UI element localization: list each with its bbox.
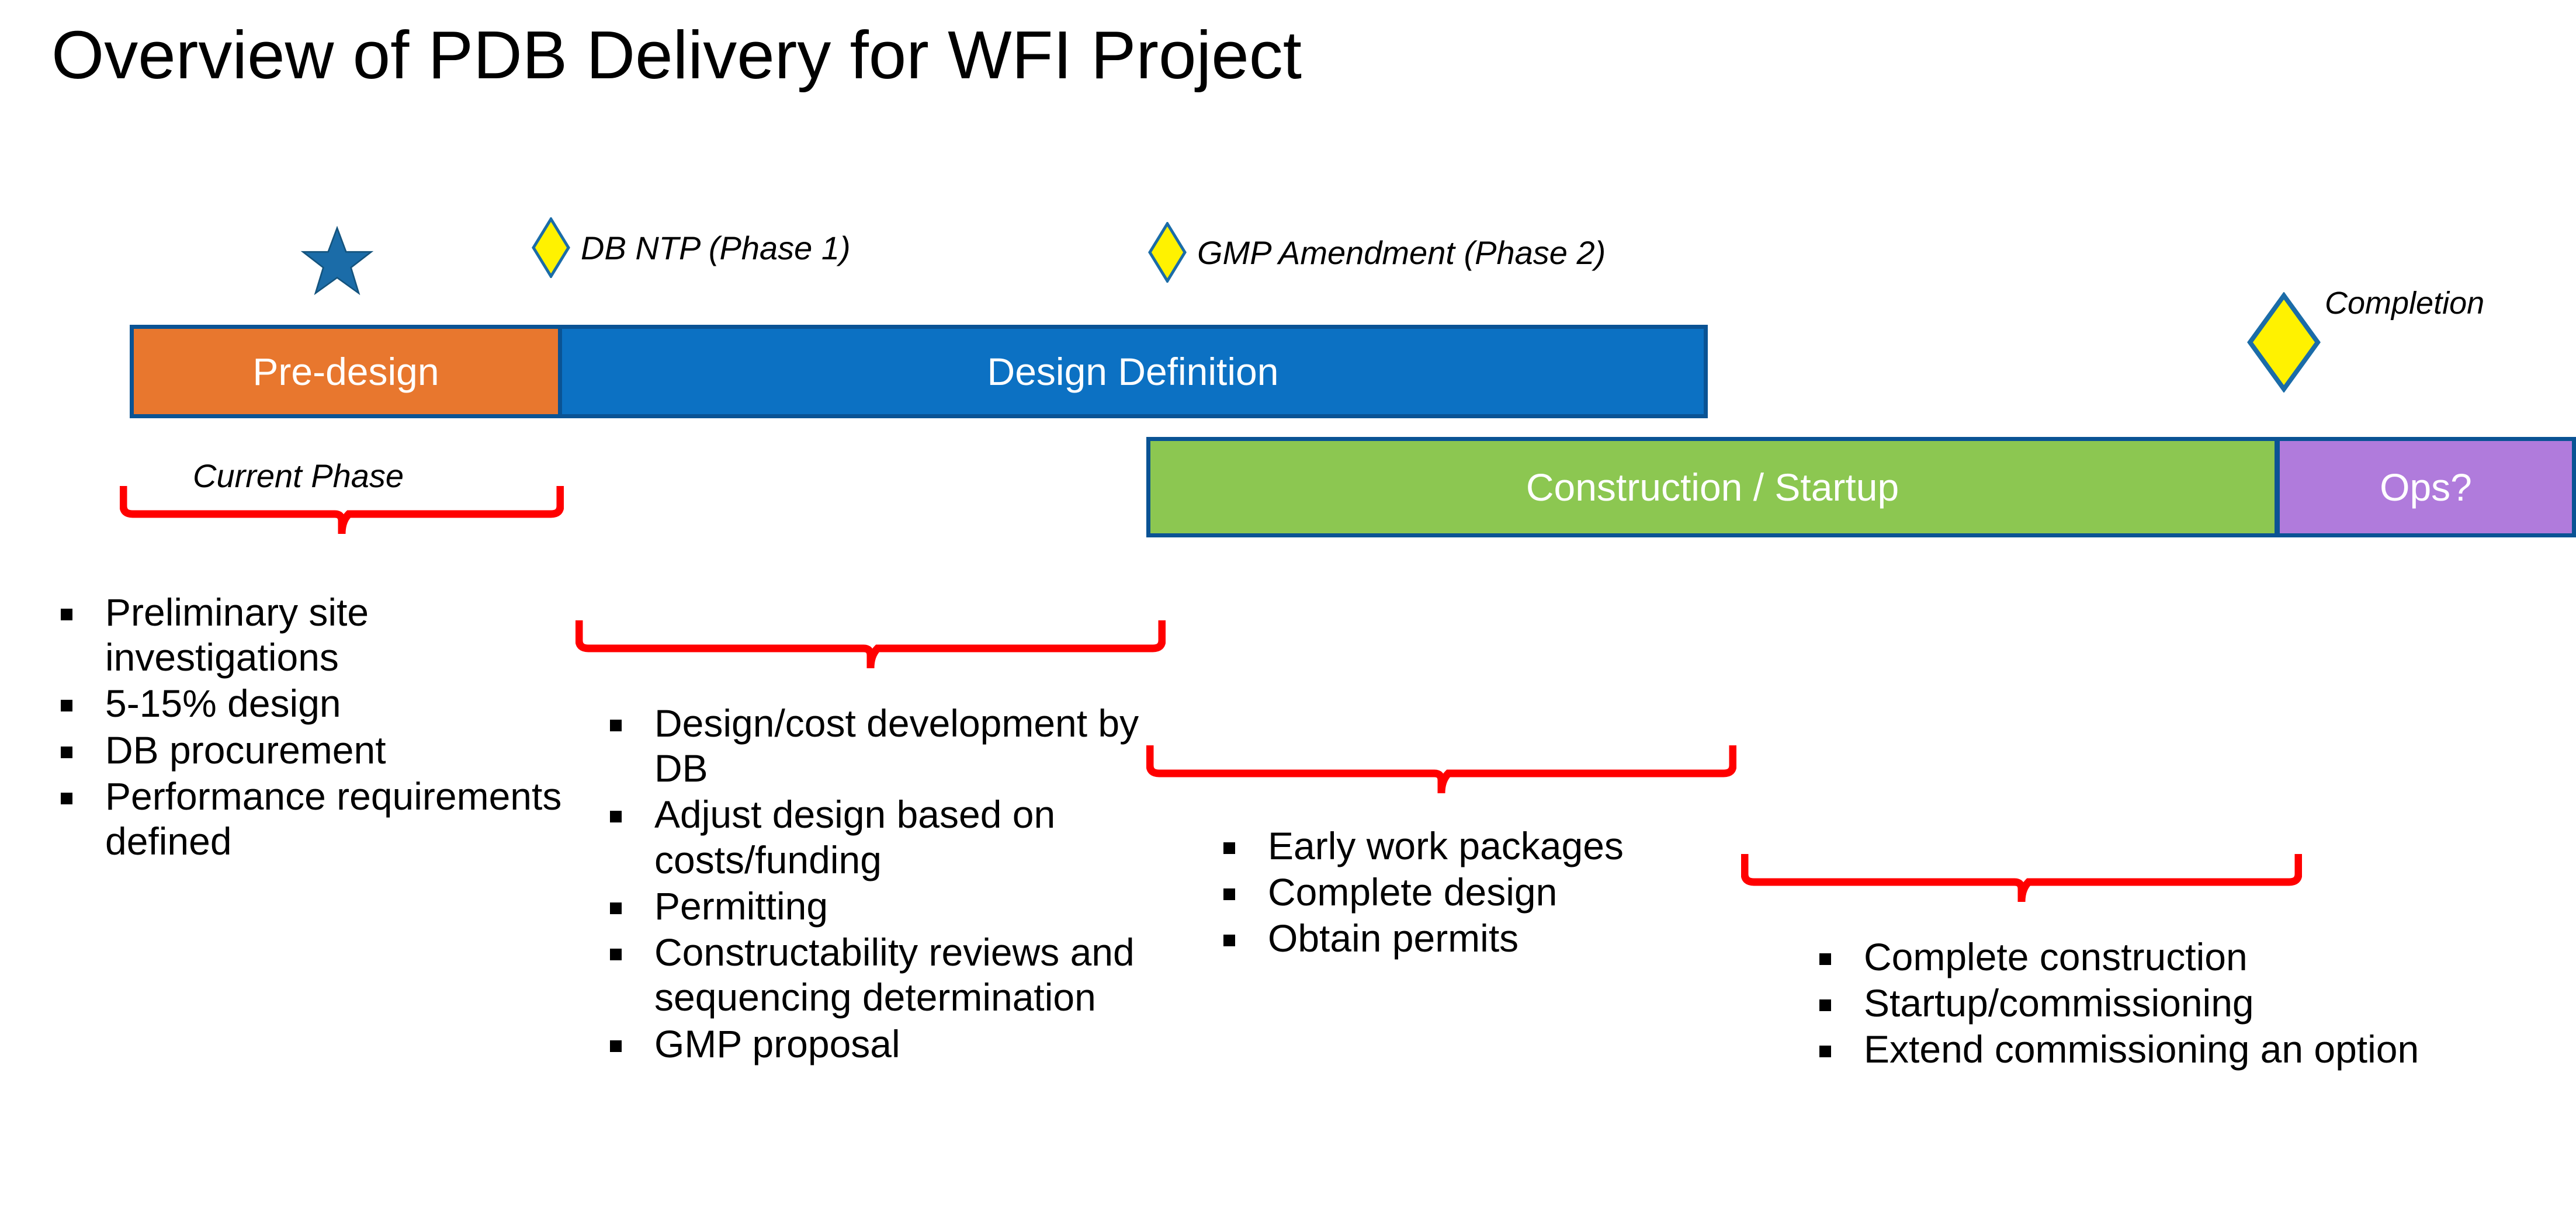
diamond-milestone-icon: [2246, 292, 2321, 393]
list-item: Preliminary site investigations: [53, 590, 578, 680]
milestone-completion: Completion: [2246, 286, 2484, 393]
list-item-text: DB procurement: [105, 728, 386, 772]
list-item: Complete design: [1215, 870, 1788, 915]
list-item: 5-15% design: [53, 681, 578, 726]
bullet-list-early-work: Early work packages Complete design Obta…: [1215, 824, 1788, 963]
list-item-text: Adjust design based on costs/funding: [654, 793, 1056, 881]
current-phase-label: Current Phase: [193, 457, 404, 494]
list-item-text: Permitting: [654, 884, 828, 928]
list-item-text: Extend commissioning an option: [1864, 1027, 2419, 1071]
list-item-text: Constructability reviews and sequencing …: [654, 931, 1135, 1019]
phase-bar-construction-startup[interactable]: Construction / Startup: [1146, 437, 2279, 537]
list-item-text: Startup/commissioning: [1864, 981, 2254, 1025]
list-item: Complete construction: [1811, 935, 2431, 980]
list-item-text: Complete construction: [1864, 935, 2248, 978]
list-item: Performance requirements defined: [53, 774, 578, 864]
diamond-milestone-icon: [532, 217, 570, 278]
star-icon: [299, 225, 375, 301]
phase-bar-construction-startup-label: Construction / Startup: [1526, 466, 1899, 509]
list-item: GMP proposal: [602, 1022, 1198, 1067]
milestone-db-ntp: DB NTP (Phase 1): [532, 217, 851, 278]
list-item-text: 5-15% design: [105, 682, 341, 725]
phase-bar-ops[interactable]: Ops?: [2276, 437, 2576, 537]
list-item: DB procurement: [53, 728, 578, 773]
list-item: Obtain permits: [1215, 916, 1788, 961]
list-item-text: Complete design: [1268, 870, 1558, 914]
brace-design-definition: [575, 618, 1166, 671]
bullet-list-pre-design: Preliminary site investigations 5-15% de…: [53, 590, 578, 865]
phase-bar-ops-label: Ops?: [2380, 466, 2472, 509]
diamond-milestone-icon: [1148, 222, 1187, 283]
page-title: Overview of PDB Delivery for WFI Project: [51, 17, 1302, 93]
bullet-list-construction: Complete construction Startup/commission…: [1811, 935, 2431, 1074]
milestone-gmp-amendment: GMP Amendment (Phase 2): [1148, 222, 1606, 283]
list-item: Early work packages: [1215, 824, 1788, 869]
brace-construction: [1741, 852, 2302, 904]
list-item-text: GMP proposal: [654, 1022, 900, 1065]
brace-early-work: [1146, 743, 1736, 796]
milestone-gmp-amendment-label: GMP Amendment (Phase 2): [1197, 234, 1606, 271]
phase-bar-pre-design[interactable]: Pre-design: [130, 325, 562, 418]
list-item-text: Obtain permits: [1268, 916, 1519, 960]
list-item: Startup/commissioning: [1811, 981, 2431, 1026]
milestone-db-ntp-label: DB NTP (Phase 1): [581, 229, 851, 266]
phase-bar-pre-design-label: Pre-design: [252, 350, 439, 393]
brace-pre-design: [120, 484, 564, 536]
bullet-list-design-definition: Design/cost development by DB Adjust des…: [602, 701, 1198, 1068]
list-item: Design/cost development by DB: [602, 701, 1198, 791]
milestone-completion-label: Completion: [2325, 286, 2485, 321]
phase-bar-design-definition[interactable]: Design Definition: [558, 325, 1708, 418]
list-item: Permitting: [602, 884, 1198, 929]
list-item: Extend commissioning an option: [1811, 1027, 2431, 1072]
phase-bar-design-definition-label: Design Definition: [987, 350, 1279, 393]
list-item-text: Design/cost development by DB: [654, 702, 1139, 790]
list-item-text: Early work packages: [1268, 824, 1624, 867]
list-item-text: Preliminary site investigations: [105, 591, 369, 679]
list-item: Constructability reviews and sequencing …: [602, 930, 1198, 1020]
list-item: Adjust design based on costs/funding: [602, 792, 1198, 882]
list-item-text: Performance requirements defined: [105, 774, 562, 863]
